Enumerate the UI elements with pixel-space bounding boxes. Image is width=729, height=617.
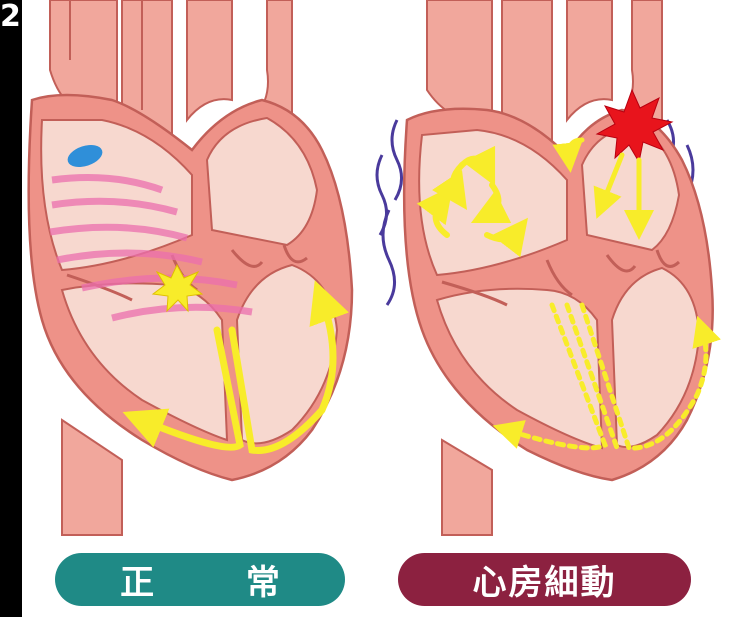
normal-heart-panel: 正 常 — [22, 0, 367, 617]
afib-heart-illustration — [367, 0, 729, 617]
normal-label: 正 常 — [55, 553, 345, 606]
vibration-lines-left — [377, 120, 402, 305]
afib-heart-panel: 心房細動 — [367, 0, 729, 617]
afib-label: 心房細動 — [398, 553, 691, 606]
normal-heart-illustration — [22, 0, 367, 617]
left-ventricle — [237, 265, 337, 443]
descending-aorta — [442, 440, 492, 535]
figure-number: 2 — [0, 0, 21, 34]
descending-aorta — [62, 420, 122, 535]
